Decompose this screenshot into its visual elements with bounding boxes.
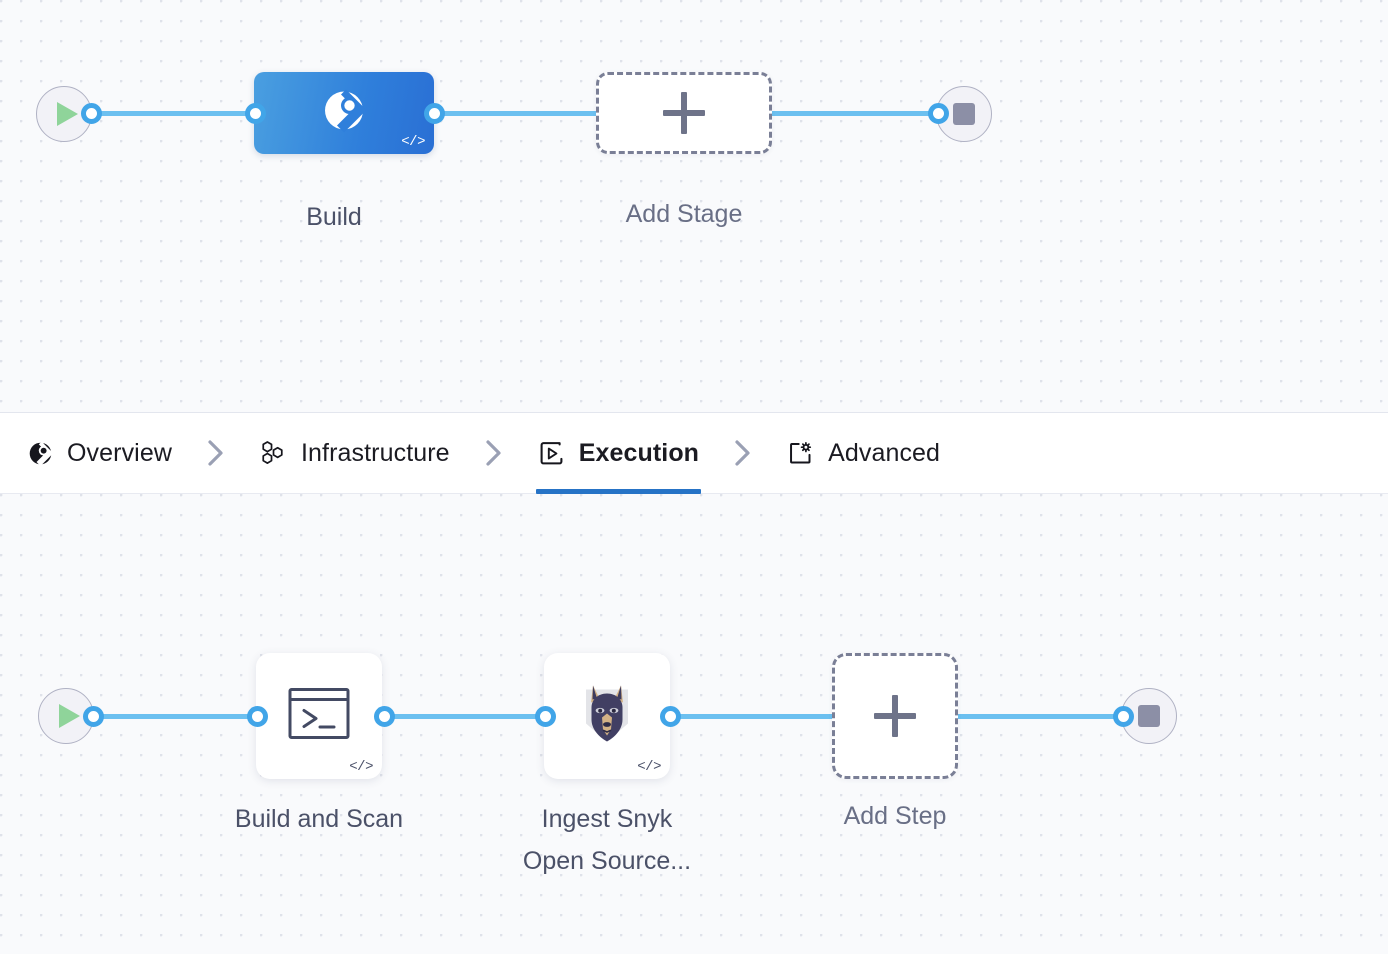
edge-build-to-addstage xyxy=(428,111,608,116)
chevron-right-icon xyxy=(206,438,226,468)
stage-label-build: Build xyxy=(306,203,362,231)
play-box-icon xyxy=(538,440,565,467)
step-label-ingest-snyk-line2: Open Source... xyxy=(522,847,692,875)
buildscan-output-port[interactable] xyxy=(374,706,395,727)
edge-snyk-to-addstep xyxy=(664,714,844,719)
edge-addstage-to-end xyxy=(765,111,950,116)
step-node-build-and-scan[interactable]: </> xyxy=(256,653,382,779)
tab-label-advanced: Advanced xyxy=(828,438,941,467)
terminal-icon xyxy=(287,686,351,747)
tab-overview[interactable]: Overview xyxy=(28,412,172,494)
step-label-ingest-snyk: Ingest Snyk Open Source... xyxy=(497,798,717,882)
step-node-ingest-snyk[interactable]: </> xyxy=(544,653,670,779)
exec-start-output-port[interactable] xyxy=(83,706,104,727)
chevron-right-icon xyxy=(733,438,753,468)
play-icon xyxy=(56,102,78,126)
pipeline-end-node[interactable] xyxy=(936,86,992,142)
edge-addstep-to-end xyxy=(952,714,1132,719)
code-badge: </> xyxy=(349,759,373,775)
edge-buildscan-to-snyk xyxy=(378,714,554,719)
tab-advanced[interactable]: Advanced xyxy=(787,412,940,494)
end-input-port[interactable] xyxy=(928,103,949,124)
tab-label-overview: Overview xyxy=(67,438,172,467)
code-badge: </> xyxy=(637,759,661,775)
snyk-output-port[interactable] xyxy=(660,706,681,727)
add-step-label: Add Step xyxy=(843,802,947,830)
hexagons-icon xyxy=(260,440,287,467)
stage-node-build[interactable]: </> xyxy=(254,72,434,154)
add-stage-label: Add Stage xyxy=(625,200,743,228)
stage-config-tabs: Overview Infrastructure xyxy=(0,412,1388,494)
tab-label-infrastructure: Infrastructure xyxy=(301,438,450,467)
add-stage-button[interactable] xyxy=(596,72,772,154)
chevron-right-icon xyxy=(484,438,504,468)
start-output-port[interactable] xyxy=(81,103,102,124)
step-label-ingest-snyk-line1: Ingest Snyk xyxy=(541,805,673,833)
buildscan-input-port[interactable] xyxy=(247,706,268,727)
edge-start-to-buildscan xyxy=(90,714,266,719)
plus-icon xyxy=(874,695,916,737)
plus-icon xyxy=(663,92,705,134)
add-step-button[interactable] xyxy=(832,653,958,779)
execution-steps-canvas[interactable]: </> Build and Scan xyxy=(0,494,1388,954)
tab-infrastructure[interactable]: Infrastructure xyxy=(260,412,450,494)
tab-label-execution: Execution xyxy=(578,438,700,467)
stop-icon xyxy=(953,103,975,125)
build-overview-icon xyxy=(28,441,53,466)
snyk-doberman-icon xyxy=(576,680,638,753)
code-badge: </> xyxy=(401,134,425,150)
edge-start-to-build xyxy=(88,111,264,116)
play-icon xyxy=(58,704,80,728)
tab-execution[interactable]: Execution xyxy=(535,412,702,494)
build-input-port[interactable] xyxy=(245,103,266,124)
exec-end-input-port[interactable] xyxy=(1113,706,1134,727)
stages-canvas[interactable]: </> Build Add Stage xyxy=(0,0,1388,412)
snyk-input-port[interactable] xyxy=(535,706,556,727)
build-ci-icon xyxy=(322,89,366,138)
stop-icon xyxy=(1138,705,1160,727)
build-output-port[interactable] xyxy=(424,103,445,124)
step-label-build-and-scan: Build and Scan xyxy=(234,805,404,833)
settings-box-icon xyxy=(787,440,814,467)
